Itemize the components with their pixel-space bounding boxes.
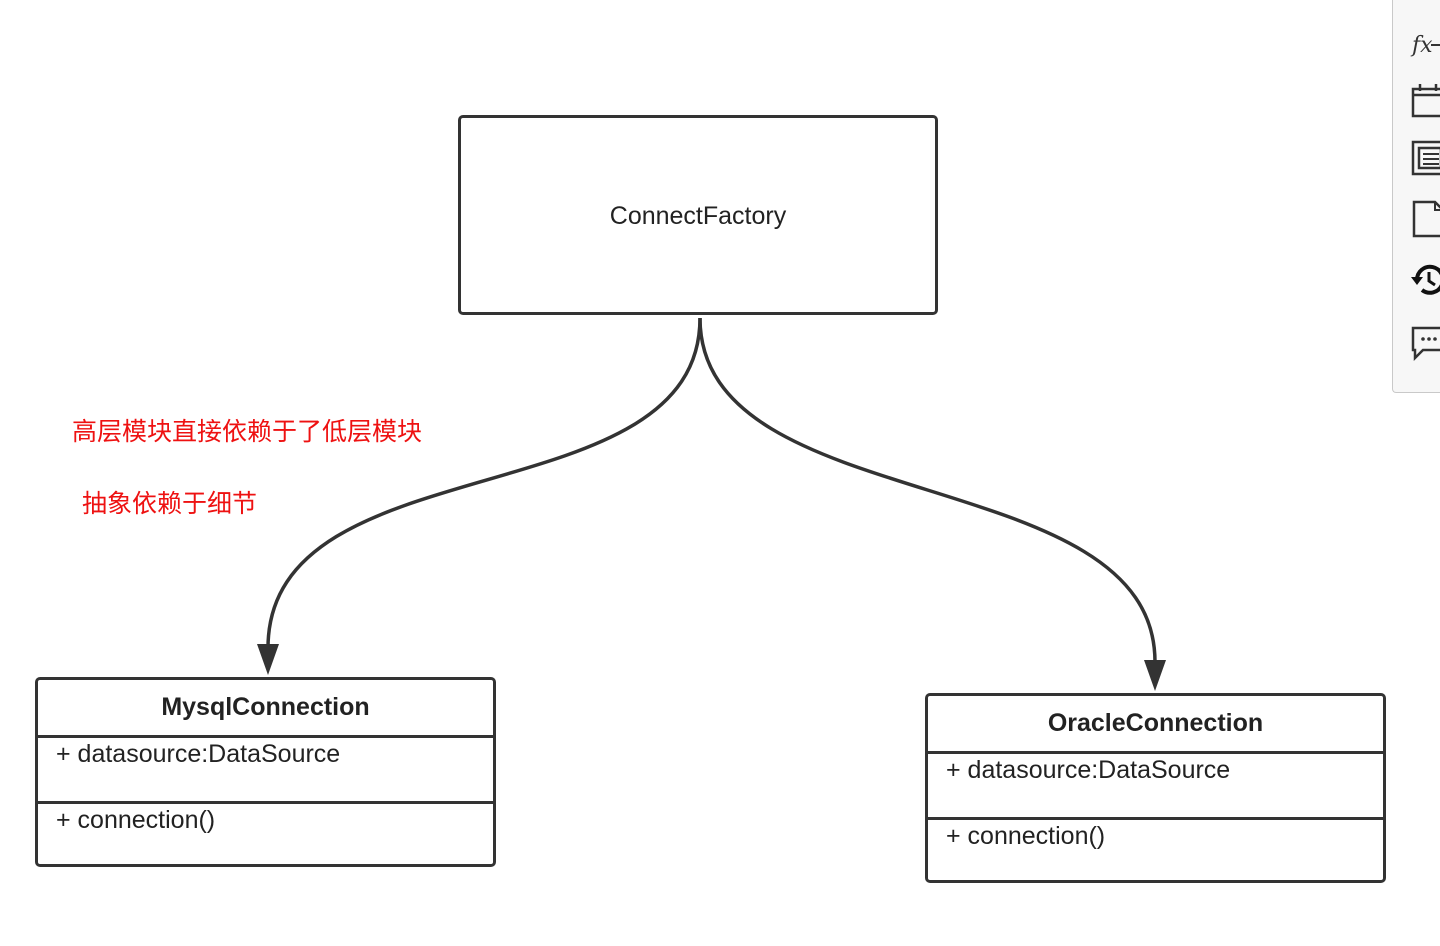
arrowhead-oracle xyxy=(1144,660,1166,691)
arrowhead-mysql xyxy=(257,644,279,675)
connector-to-oracle[interactable] xyxy=(698,317,1157,663)
formula-icon[interactable]: fx xyxy=(1409,24,1440,64)
attribute-row: + datasource:DataSource xyxy=(56,740,341,768)
connect-factory-label: ConnectFactory xyxy=(609,201,787,230)
annotation-note[interactable]: 抽象依赖于细节 xyxy=(82,490,258,518)
page-icon[interactable] xyxy=(1409,198,1440,238)
class-attributes: + datasource:DataSource xyxy=(38,740,493,804)
class-methods: + connection() xyxy=(38,806,493,834)
class-attributes: + datasource:DataSource xyxy=(928,756,1383,820)
svg-text:fx: fx xyxy=(1410,33,1433,58)
comment-icon[interactable] xyxy=(1409,322,1440,362)
connect-factory-box[interactable]: ConnectFactory xyxy=(458,115,938,315)
class-name: OracleConnection xyxy=(928,696,1383,754)
right-toolbar: fx xyxy=(1392,0,1440,393)
connector-to-mysql[interactable] xyxy=(266,317,702,649)
calendar-icon[interactable] xyxy=(1409,80,1440,120)
history-icon[interactable] xyxy=(1409,260,1440,300)
method-row: + connection() xyxy=(946,822,1106,850)
method-row: + connection() xyxy=(56,806,216,834)
class-name: MysqlConnection xyxy=(38,680,493,738)
annotation-note[interactable]: 高层模块直接依赖于了低层模块 xyxy=(72,418,423,446)
oracle-connection-class[interactable]: OracleConnection + datasource:DataSource… xyxy=(925,693,1386,883)
mysql-connection-class[interactable]: MysqlConnection + datasource:DataSource … xyxy=(35,677,496,867)
class-methods: + connection() xyxy=(928,822,1383,850)
attribute-row: + datasource:DataSource xyxy=(946,756,1231,784)
format-panel-icon[interactable] xyxy=(1409,138,1440,178)
